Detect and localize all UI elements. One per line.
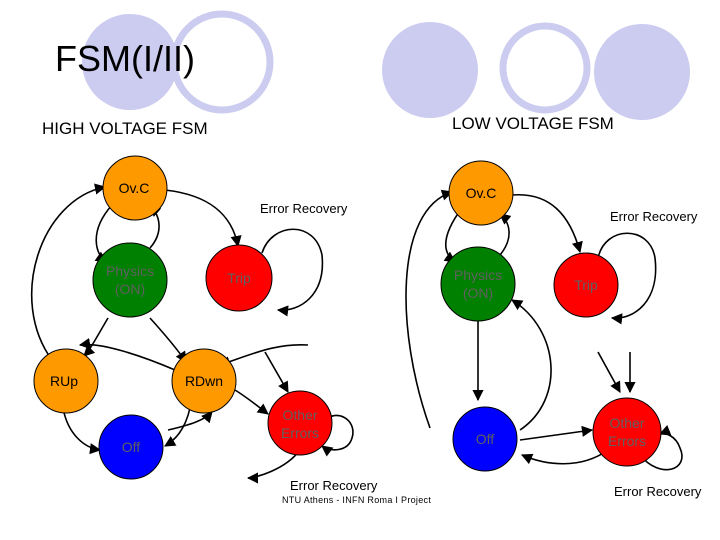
lv-states: Ov.C Physics (ON) Trip Off Other Errors: [440, 160, 662, 472]
edge-lv-off-to-other: [519, 425, 594, 441]
lv-physics-label-2: (ON): [463, 285, 493, 301]
hv-state-rdwn[interactable]: RDwn: [171, 348, 237, 414]
edge-lv-into-other: [597, 351, 621, 393]
lv-state-other-errors[interactable]: Other Errors: [592, 397, 662, 467]
edge-other-to-rdwn: [218, 344, 309, 368]
hv-state-ovc[interactable]: Ov.C: [102, 155, 168, 221]
hv-off-label: Off: [122, 439, 141, 455]
lv-state-ovc[interactable]: Ov.C: [448, 160, 514, 226]
edge-trip-loop: [261, 228, 324, 317]
edge-lv-trip-loop: [597, 232, 657, 325]
hv-physics-label-1: Physics: [106, 263, 154, 279]
lv-heading: LOW VOLTAGE FSM: [452, 114, 614, 133]
decor-circle: [82, 14, 178, 110]
edge-physics-to-rdwn: [149, 317, 187, 363]
hv-ovc-label: Ov.C: [119, 180, 150, 196]
edge-rup-to-ovc: [30, 183, 107, 361]
hv-error-recovery-top: Error Recovery: [260, 201, 348, 216]
edge-rdwn-to-other: [234, 389, 269, 415]
edge-rup-to-off: [62, 407, 102, 455]
lv-off-label: Off: [476, 431, 495, 447]
edge-lv-other-to-off: [520, 449, 609, 465]
edge-into-other-errors: [264, 351, 289, 393]
footer-text: NTU Athens - INFN Roma I Project: [282, 495, 432, 505]
hv-state-rup[interactable]: RUp: [33, 348, 99, 414]
lv-state-off[interactable]: Off: [452, 406, 518, 472]
slide-title: FSM(I/II): [55, 38, 195, 79]
hv-state-off[interactable]: Off: [98, 414, 164, 480]
edge-lv-off-to-ovc: [405, 189, 454, 429]
decor-circle: [170, 10, 274, 114]
hv-states: Ov.C Physics (ON) Trip RUp RDwn Off: [33, 155, 333, 480]
edge-physics-to-rup: [83, 317, 109, 357]
hv-error-recovery-bottom: Error Recovery: [290, 478, 378, 493]
hv-state-physics[interactable]: Physics (ON): [92, 242, 168, 318]
lv-physics-label-1: Physics: [454, 267, 502, 283]
hv-rdwn-label: RDwn: [185, 373, 223, 389]
lv-error-recovery-bottom: Error Recovery: [614, 484, 702, 499]
edge-lv-other-loop: [639, 425, 683, 471]
lv-edges: [405, 189, 683, 471]
edge-lv-physics-to-ovc: [499, 213, 512, 256]
lv-state-physics[interactable]: Physics (ON): [440, 246, 516, 322]
decor-circle: [382, 22, 478, 118]
decor-circle: [499, 22, 591, 114]
hv-state-other-errors[interactable]: Other Errors: [267, 390, 333, 456]
hv-state-trip[interactable]: Trip: [205, 244, 273, 312]
edge-rdwn-to-off: [164, 407, 191, 447]
edge-rdwn-to-physics: [78, 337, 176, 371]
lv-error-recovery-top: Error Recovery: [610, 209, 698, 224]
lv-trip-label: Trip: [574, 277, 598, 293]
edge-off-to-rdwn: [167, 411, 213, 431]
edge-ovc-to-trip: [164, 189, 242, 248]
hv-heading: HIGH VOLTAGE FSM: [42, 119, 208, 138]
edge-lv-off-to-physics: [511, 299, 552, 431]
lv-ovc-label: Ov.C: [466, 185, 497, 201]
lv-state-trip[interactable]: Trip: [553, 252, 619, 318]
hv-rup-label: RUp: [50, 373, 78, 389]
edge-other-loop: [319, 414, 354, 457]
hv-trip-label: Trip: [227, 270, 251, 286]
decor-circle: [594, 24, 690, 120]
decorative-circles: [82, 10, 690, 120]
hv-other-label-1: Other: [282, 407, 317, 423]
hv-physics-label-2: (ON): [115, 281, 145, 297]
edge-lv-ovc-to-trip: [511, 194, 583, 254]
lv-other-label-1: Other: [609, 415, 644, 431]
lv-other-label-2: Errors: [608, 433, 646, 449]
hv-other-label-2: Errors: [281, 425, 319, 441]
